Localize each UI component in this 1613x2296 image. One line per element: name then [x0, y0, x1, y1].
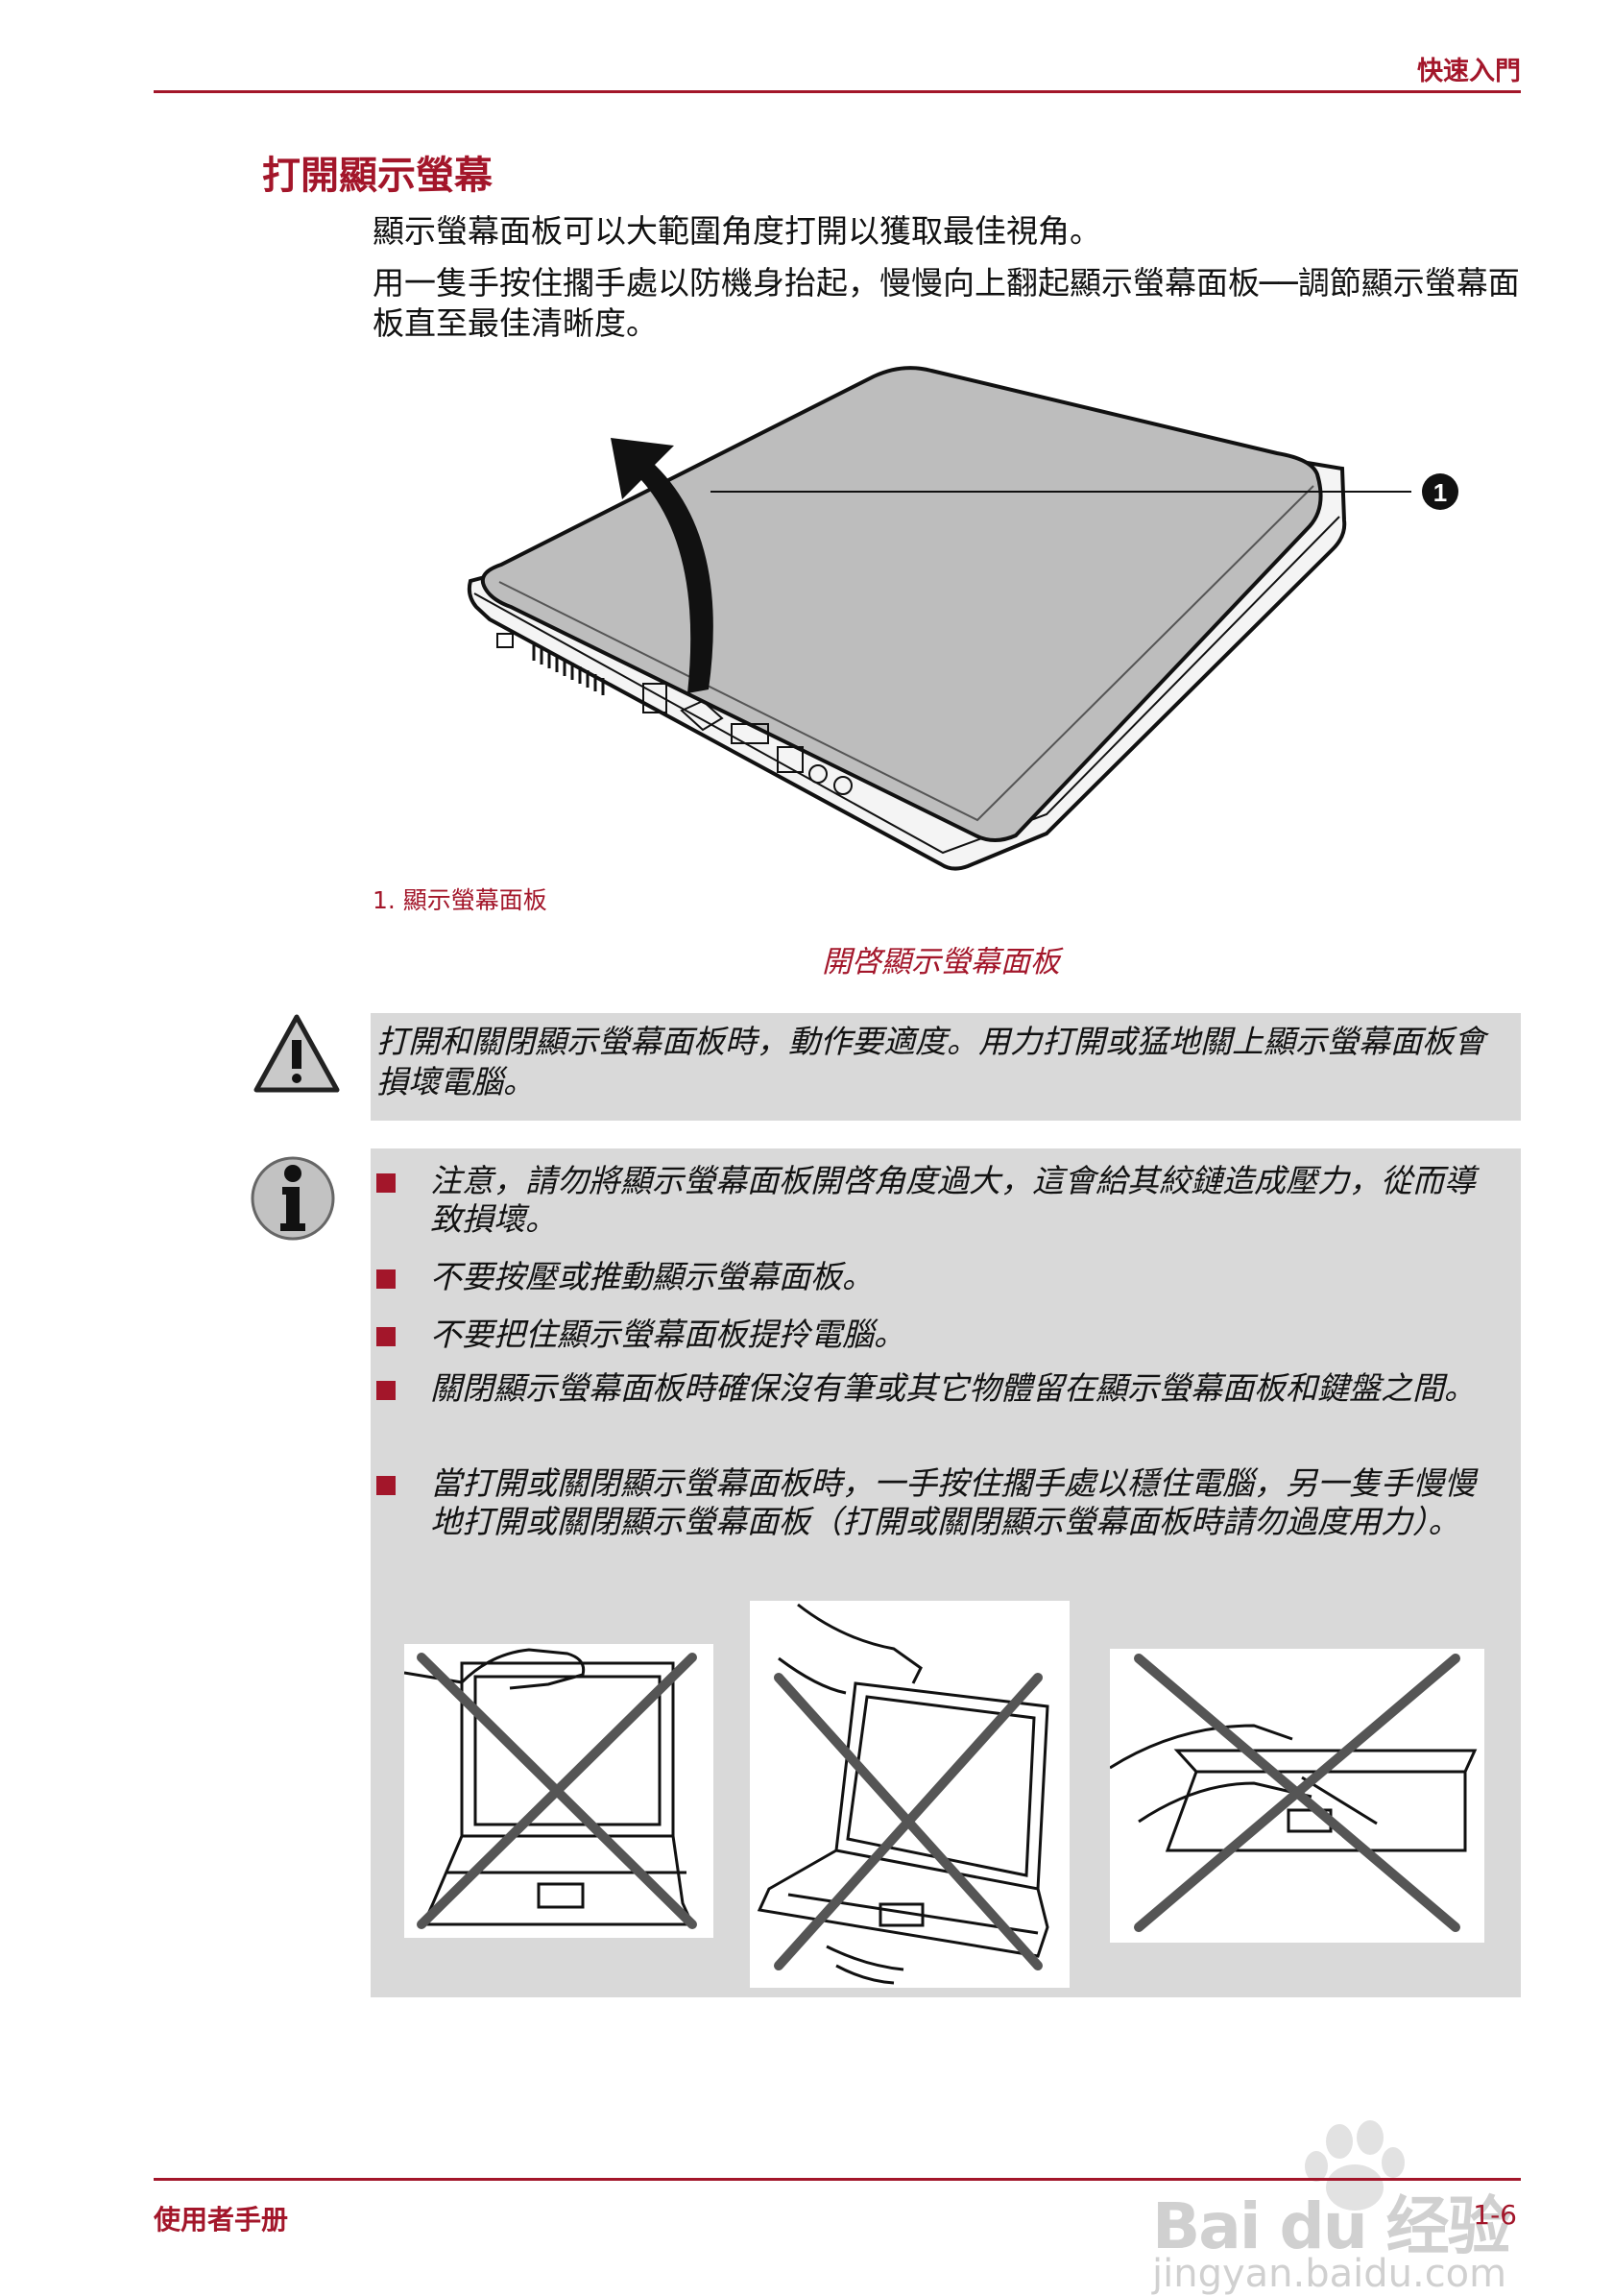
info-icon: [251, 1156, 335, 1241]
footer-rule: [154, 2178, 1521, 2181]
list-item-text: 當打開或關閉顯示螢幕面板時，一手按住擱手處以穩住電腦，另一隻手慢慢地打開或關閉顯…: [430, 1464, 1476, 1540]
paragraph: 用一隻手按住擱手處以防機身抬起，慢慢向上翻起顯示螢幕面板──調節顯示螢幕面板直至…: [373, 264, 1520, 342]
prohibited-cross-icon: [1134, 1654, 1460, 1932]
list-item-text: 不要把住顯示螢幕面板提拎電腦。: [430, 1316, 905, 1353]
bullet-icon: [376, 1381, 396, 1400]
bullet-icon: [376, 1173, 396, 1193]
callout-marker-1: 1: [1422, 473, 1458, 510]
watermark-url: jingyan.baidu.com: [1152, 2252, 1507, 2296]
watermark-brand: Bai du 经验: [1152, 2189, 1511, 2263]
prohibited-cross-icon: [774, 1673, 1043, 1970]
warning-triangle-icon: [253, 1014, 340, 1093]
bullet-icon: [376, 1476, 396, 1495]
list-item-text: 不要按壓或推動顯示螢幕面板。: [430, 1258, 874, 1295]
warning-box: [371, 1013, 1521, 1121]
manual-title: 使用者手册: [154, 2204, 289, 2236]
section-title: 打開顯示螢幕: [262, 154, 493, 198]
list-item-text: 注意，請勿將顯示螢幕面板開啓角度過大，這會給其絞鏈造成壓力，從而導致損壞。: [430, 1162, 1476, 1238]
bullet-icon: [376, 1269, 396, 1289]
bullet-icon: [376, 1327, 396, 1346]
paragraph: 顯示螢幕面板可以大範圍角度打開以獲取最佳視角。: [373, 212, 1101, 250]
callout-label: 1. 顯示螢幕面板: [373, 886, 547, 914]
dont-lift-by-screen-illustration: [750, 1601, 1070, 1988]
list-item-text: 關閉顯示螢幕面板時確保沒有筆或其它物體留在顯示螢幕面板和鍵盤之間。: [430, 1369, 1476, 1407]
page-number: 1-6: [1473, 2199, 1517, 2231]
header-rule: [154, 90, 1521, 93]
dont-press-screen-illustration: [404, 1644, 713, 1938]
prohibited-cross-icon: [417, 1653, 697, 1929]
warning-text: 打開和關閉顯示螢幕面板時，動作要適度。用力打開或猛地關上顯示螢幕面板會損壞電腦。: [376, 1023, 1485, 1100]
dont-close-with-pen-illustration: [1110, 1649, 1484, 1943]
chapter-title: 快速入門: [1417, 57, 1521, 86]
figure-caption: 開啓顯示螢幕面板: [822, 945, 1060, 979]
callout-number: 1: [1433, 478, 1447, 507]
baidu-paw-logo: [1305, 2120, 1405, 2211]
laptop-opening-illustration: 1: [467, 366, 1458, 871]
